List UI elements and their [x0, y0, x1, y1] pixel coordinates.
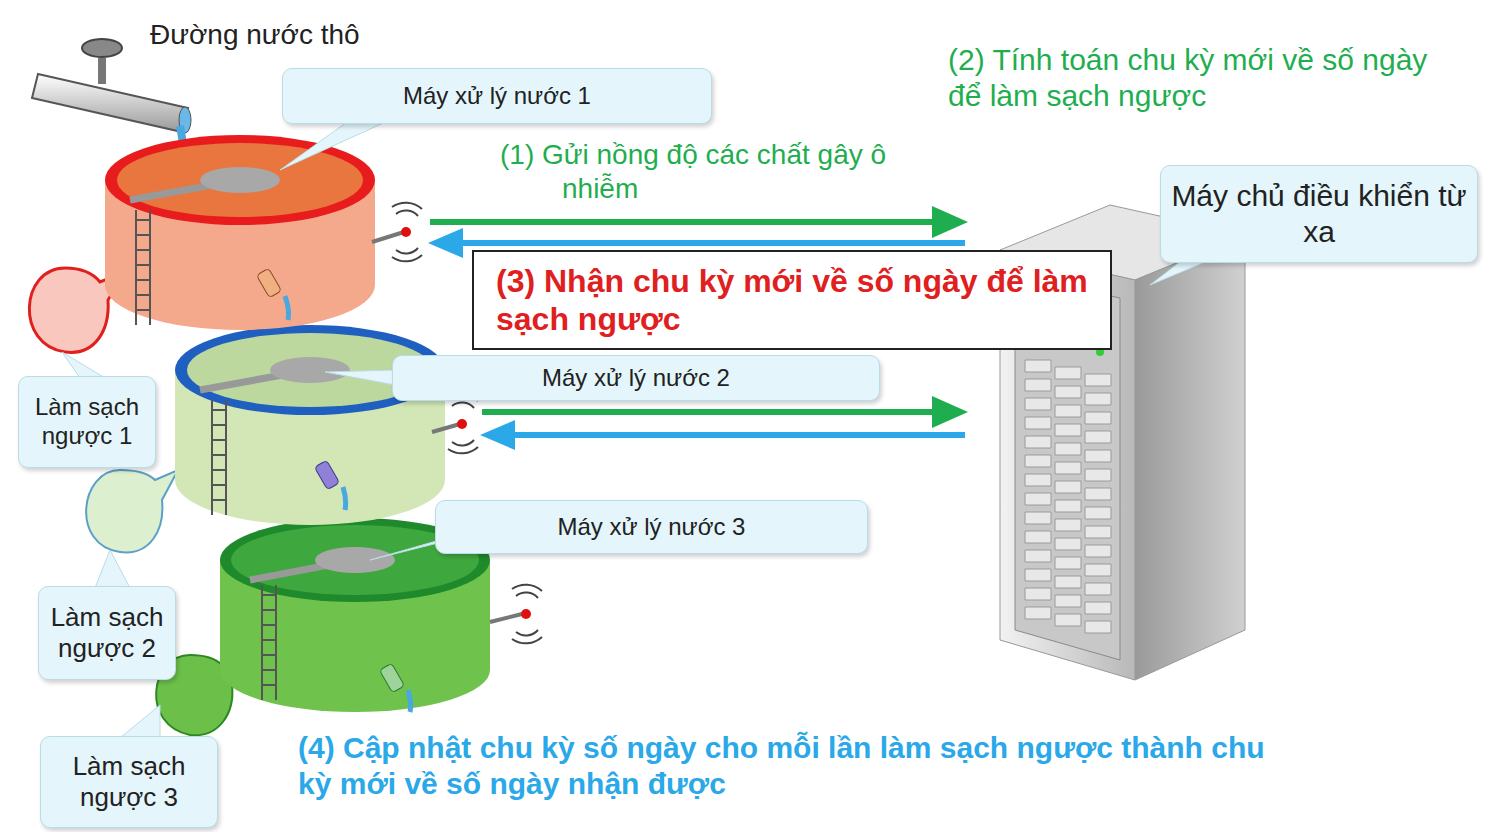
- callout-box: Máy xử lý nước 1: [282, 68, 712, 124]
- node-text: Làm sạch ngược 1: [29, 393, 145, 451]
- step-label: (2) Tính toán chu kỳ mới về số ngày để l…: [948, 42, 1468, 114]
- callout-box: Máy xử lý nước 3: [435, 500, 868, 554]
- step-label: (1) Gửi nồng độ các chất gây ô nhiễm: [500, 138, 940, 205]
- node-text: Làm sạch ngược 2: [49, 602, 165, 664]
- callout-box: Làm sạch ngược 3: [40, 736, 218, 828]
- node-text: Máy chủ điều khiển từ xa: [1171, 178, 1467, 250]
- callout-box: Máy chủ điều khiển từ xa: [1160, 165, 1478, 263]
- message-box: (3) Nhận chu kỳ mới về số ngày để làm sạ…: [472, 250, 1112, 350]
- callout-box: Làm sạch ngược 2: [38, 586, 176, 680]
- tank: [105, 135, 375, 330]
- callout-box: Máy xử lý nước 2: [392, 355, 880, 401]
- pipe-label: Đường nước thô: [150, 18, 450, 52]
- node-text: Máy xử lý nước 3: [558, 513, 746, 542]
- node-text: (3) Nhận chu kỳ mới về số ngày để làm sạ…: [496, 262, 1088, 339]
- callout-tail: [62, 120, 1215, 738]
- node-text: Máy xử lý nước 1: [403, 82, 591, 111]
- step-label: (4) Cập nhật chu kỳ số ngày cho mỗi lần …: [298, 730, 1298, 802]
- callout-box: Làm sạch ngược 1: [18, 376, 156, 468]
- backwash-bubble: [86, 470, 178, 552]
- node-text: Làm sạch ngược 3: [51, 751, 207, 813]
- node-text: Máy xử lý nước 2: [542, 364, 730, 393]
